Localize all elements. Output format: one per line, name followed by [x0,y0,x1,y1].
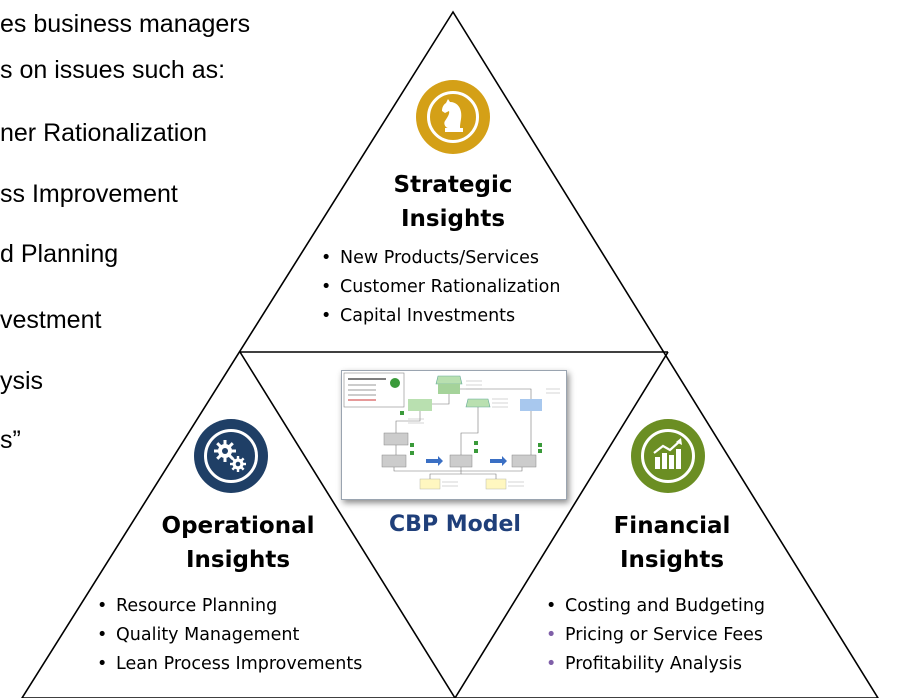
intro-bullet-5: ysis [0,367,44,395]
operational-heading-line2: Insights [185,547,291,573]
list-item: •Lean Process Improvements [97,654,363,674]
intro-bullet-1: ner Rationalization [0,119,208,147]
chess-knight-icon [442,99,463,132]
list-item: •Resource Planning [97,596,278,616]
strategic-item-1: New Products/Services [340,248,539,268]
intro-line-2: s on issues such as: [0,56,226,84]
strategic-item-3: Capital Investments [340,306,516,326]
bar-chart-icon [653,438,682,469]
list-item: •Pricing or Service Fees [546,625,764,645]
list-item: •Quality Management [97,625,300,645]
intro-bullet-4: vestment [0,306,102,334]
list-item: •Customer Rationalization [321,277,561,297]
financial-heading: Financial Insights [592,509,752,577]
intro-bullet-2: ss Improvement [0,180,178,208]
operational-heading: Operational Insights [153,509,323,577]
operational-item-1: Resource Planning [116,596,278,616]
cbp-model-title: CBP Model [389,512,521,537]
intro-line-1: es business managers [0,10,251,38]
inner-triangle-edges [239,351,669,698]
financial-list: •Costing and Budgeting •Pricing or Servi… [543,592,765,679]
financial-badge [631,419,705,493]
strategic-badge [416,80,490,154]
operational-heading-line1: Operational [161,513,315,539]
operational-item-2: Quality Management [116,625,300,645]
operational-list: •Resource Planning •Quality Management •… [94,592,362,679]
financial-heading-line2: Insights [619,547,725,573]
intro-bullet-6: s” [0,426,21,454]
strategic-item-2: Customer Rationalization [340,277,561,297]
strategic-heading-line1: Strategic [393,172,513,198]
gears-icon [214,440,246,472]
financial-item-3: Profitability Analysis [565,654,742,674]
list-item: •New Products/Services [321,248,539,268]
financial-item-2: Pricing or Service Fees [565,625,764,645]
strategic-heading: Strategic Insights [373,168,533,236]
intro-bullet-3: d Planning [0,240,119,268]
financial-item-1: Costing and Budgeting [565,596,766,616]
list-item: •Costing and Budgeting [546,596,766,616]
left-intro-text: es business managers s on issues such as… [0,0,420,470]
operational-badge [194,419,268,493]
operational-item-3: Lean Process Improvements [116,654,363,674]
list-item: •Profitability Analysis [546,654,742,674]
cbp-model-thumbnail [341,370,567,500]
list-item: •Capital Investments [321,306,516,326]
strategic-list: •New Products/Services •Customer Rationa… [318,244,560,331]
strategic-heading-line2: Insights [400,206,506,232]
financial-heading-line1: Financial [613,513,731,539]
